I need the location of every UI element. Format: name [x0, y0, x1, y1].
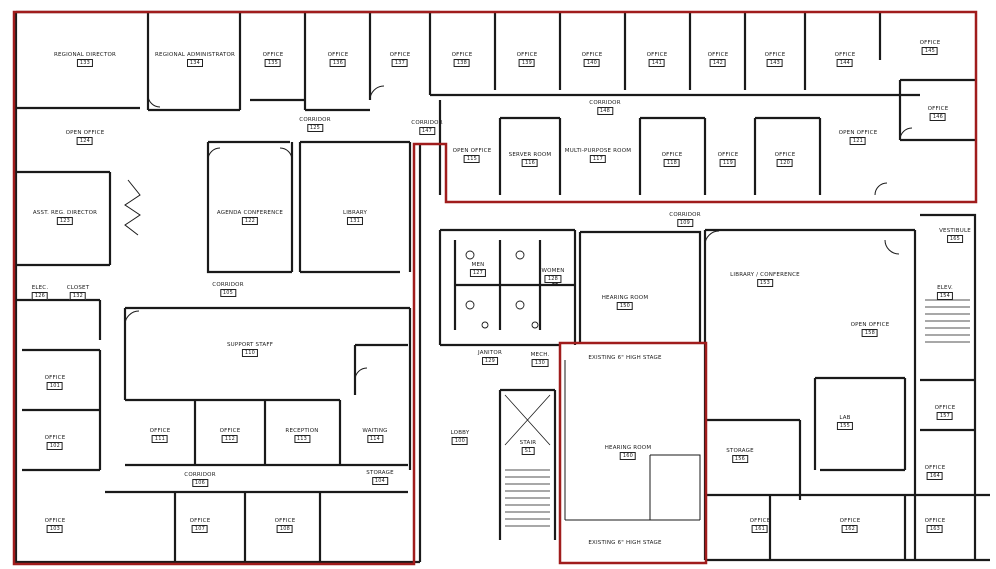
highlight-outlines	[12, 10, 978, 566]
room-label: MECH.130	[530, 352, 550, 367]
door-swings	[124, 85, 913, 381]
stage-outline	[564, 360, 701, 521]
room-label: ELEC.126	[31, 285, 49, 300]
stage-note: EXISTING 6" HIGH STAGE	[588, 540, 662, 546]
breakline	[124, 179, 141, 236]
room-label: ELEV.154	[936, 285, 954, 300]
stair-treads	[504, 299, 970, 527]
walls	[14, 10, 990, 564]
stage-note: EXISTING 6" HIGH STAGE	[588, 355, 662, 361]
